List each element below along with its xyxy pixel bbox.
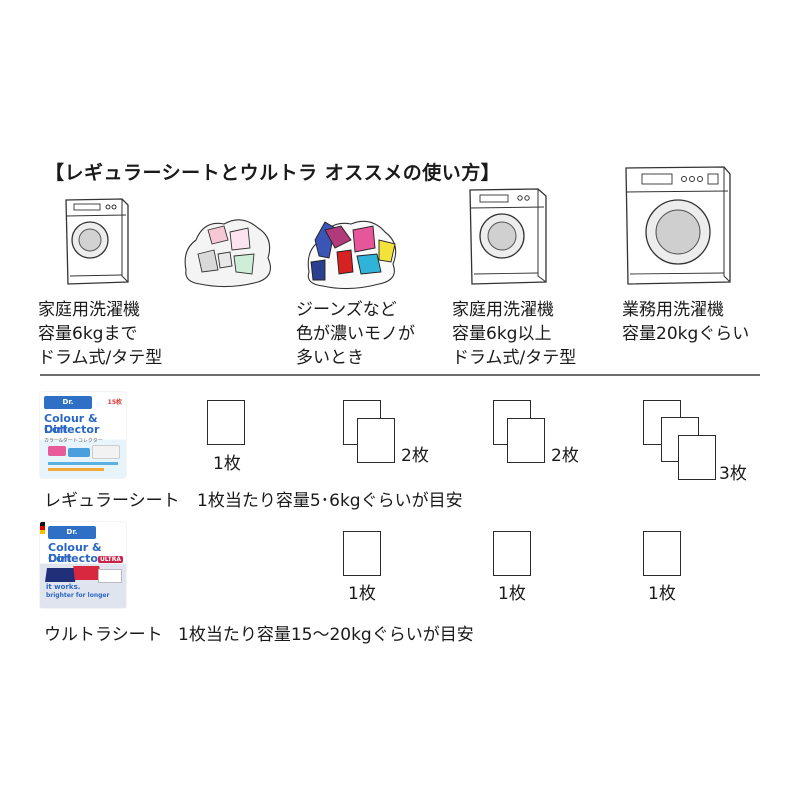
red-cloth-swatch [73, 566, 101, 580]
sheet-icon [507, 418, 545, 463]
flag-icon [40, 522, 45, 534]
text-line: ジーンズなど [296, 300, 397, 320]
home-washing-machine-icon [65, 198, 129, 285]
text-line: 容量6kgまで [38, 324, 138, 344]
sheet-icon [493, 531, 531, 576]
commercial-washing-machine-icon [625, 166, 731, 285]
white-cloth-swatch [92, 445, 120, 459]
regular-count-col-4: 3枚 [719, 464, 747, 484]
sheet-icon [207, 400, 245, 445]
blue-cloth-swatch [68, 448, 90, 457]
column-2-description: ジーンズなど 色が濃いモノが 多いとき [296, 298, 415, 370]
brand-logo: Dr. Beckmann [48, 526, 96, 549]
sheet-icon [343, 531, 381, 576]
text-line: ドラム式/タテ型 [452, 348, 577, 368]
column-1-description: 家庭用洗濯機 容量6kgまで ドラム式/タテ型 [38, 298, 162, 370]
pink-cloth-swatch [48, 446, 66, 456]
text-line: 色が濃いモノが [296, 324, 415, 344]
regular-count-col-3: 2枚 [551, 446, 579, 466]
regular-sheet-package: Dr. Beckmann 15枚 Colour & Dirt Collector… [40, 392, 126, 478]
regular-count-col-1: 1枚 [213, 454, 241, 474]
ultra-sheet-note: 1枚当たり容量15〜20kgぐらいが目安 [178, 625, 474, 645]
text-line: 業務用洗濯機 [622, 300, 724, 320]
slogan-line-2: brighter for longer [46, 592, 110, 599]
text-line: 容量20kgぐらい [622, 324, 750, 344]
ultra-sheet-label: ウルトラシート [44, 625, 163, 645]
regular-sheet-label: レギュラーシート [44, 491, 180, 511]
column-3-description: 家庭用洗濯機 容量6kg以上 ドラム式/タテ型 [452, 298, 576, 370]
sheet-icon [357, 418, 395, 463]
ultra-count-col-2: 1枚 [348, 584, 376, 604]
text-line: 家庭用洗濯機 [38, 300, 140, 320]
section-divider [40, 374, 760, 376]
regular-sheet-note: 1枚当たり容量5･6kgぐらいが目安 [197, 491, 463, 511]
ultra-tag: ULTRA [97, 556, 123, 563]
navy-cloth-swatch [45, 568, 77, 582]
large-home-washing-machine-icon [469, 188, 547, 285]
white-cloth-swatch [98, 569, 122, 583]
stripe-icon [48, 462, 118, 465]
regular-count-col-2: 2枚 [401, 446, 429, 466]
text-line: 家庭用洗濯機 [452, 300, 554, 320]
brand-logo: Dr. Beckmann [44, 396, 92, 419]
laundry-pile-icon [184, 219, 271, 288]
ultra-sheet-package: Dr. Beckmann Colour & Dirt Collector ULT… [40, 522, 126, 608]
column-4-description: 業務用洗濯機 容量20kgぐらい [622, 298, 749, 346]
page-title: 【レギュラーシートとウルトラ オススメの使い方】 [45, 162, 501, 184]
text-line: ドラム式/タテ型 [38, 348, 163, 368]
ultra-count-col-3: 1枚 [498, 584, 526, 604]
text-line: 多いとき [296, 348, 364, 368]
text-line: 容量6kg以上 [452, 324, 552, 344]
stripe-icon [48, 468, 104, 471]
sheet-icon [678, 435, 716, 480]
ultra-count-col-4: 1枚 [648, 584, 676, 604]
product-name-line-2: Collector [48, 552, 104, 565]
product-name-line-2: Collector [44, 423, 100, 436]
product-subtitle: カラー&ダートコレクター [44, 438, 103, 444]
dark-laundry-pile-icon [307, 220, 397, 290]
slogan-line-1: it works. [46, 583, 81, 591]
product-name-line-1: Colour & Dirt [44, 412, 98, 436]
sheet-count-badge: 15枚 [107, 399, 122, 406]
product-name-line-1: Colour & Dirt [48, 541, 102, 565]
sheet-icon [643, 531, 681, 576]
